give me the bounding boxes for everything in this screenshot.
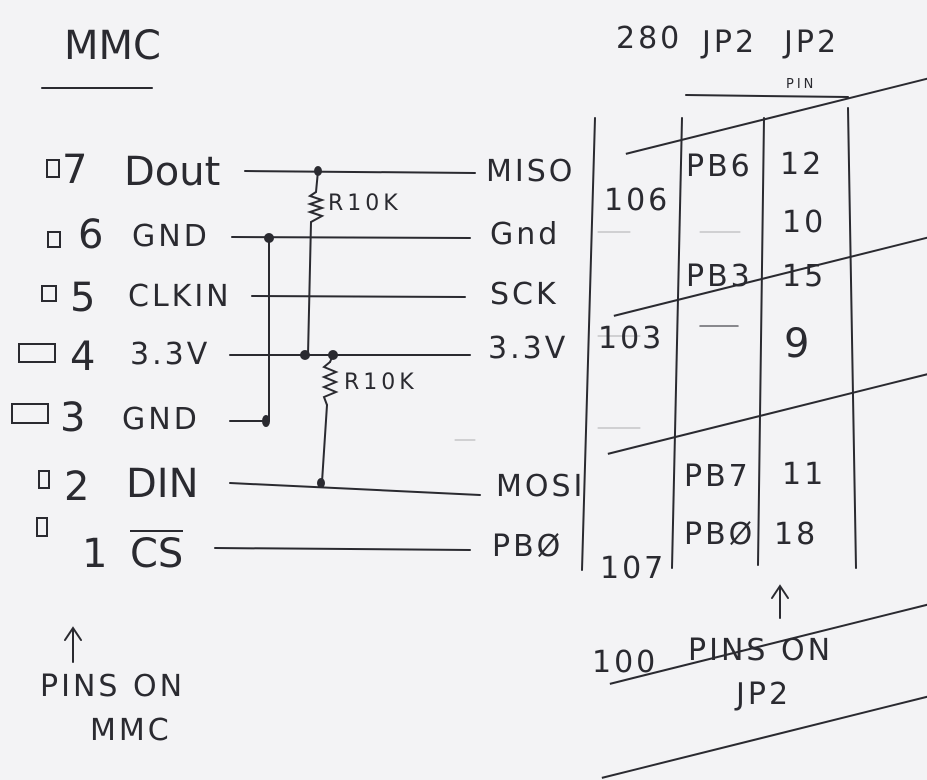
signal-name: PBØ: [492, 529, 564, 564]
wire-din-mosi: [229, 482, 481, 496]
resistor-label: R10K: [344, 370, 418, 395]
junction-dot: [262, 415, 270, 427]
mmc-pin-name: CS: [130, 530, 184, 577]
mmc-pin-number: 7: [62, 147, 88, 193]
pin-square-icon: [11, 403, 49, 424]
port-cell: PB6: [686, 149, 753, 184]
jp2-footer-line1: PINS ON: [688, 633, 834, 668]
jp2-pin-cell: 11: [782, 457, 827, 492]
mmc-pin-number: 2: [64, 464, 90, 510]
mmc-pin-number: 3: [60, 395, 86, 441]
mmc-title: MMC: [64, 23, 161, 69]
mmc-pin-name: Dout: [124, 149, 221, 195]
mmc-pin-number: 4: [70, 334, 96, 380]
signal-name: MISO: [486, 154, 576, 189]
mmc-pin-number: 5: [70, 275, 96, 321]
wire-clkin-sck: [251, 295, 466, 298]
crossed-cell: 107: [600, 554, 927, 584]
mmc-footer-line1: PINS ON: [40, 669, 186, 704]
signal-name: Gnd: [490, 217, 561, 252]
wire-dout-miso: [244, 170, 476, 174]
junction-dot: [300, 350, 310, 360]
wire-cs-pb0: [214, 547, 471, 551]
mmc-pin-name: GND: [122, 402, 200, 437]
mmc-pin-name: DIN: [126, 461, 199, 507]
mmc-pin-name: GND: [132, 219, 210, 254]
mmc-pin-name: 3.3V: [130, 337, 211, 372]
table-header-pin-sub: PIN: [786, 77, 817, 92]
table-col-line-1: [581, 117, 596, 571]
table-header-jp2-pin: JP2: [784, 25, 840, 60]
arrow-jp2-head: [771, 584, 789, 599]
resistor-r2-symbol: [321, 361, 339, 406]
jp2-pin-cell: 9: [784, 321, 810, 367]
pin-square-icon: [41, 285, 57, 302]
crossed-cell: 103: [598, 324, 927, 354]
resistor-r1-symbol: [306, 191, 326, 223]
mmc-footer-line2: MMC: [90, 713, 172, 748]
signal-name: SCK: [490, 277, 559, 312]
pin-square-icon: [38, 470, 50, 489]
pin-square-icon: [36, 517, 48, 537]
pin-square-icon: [47, 231, 61, 248]
jp2-pin-cell: 12: [780, 147, 825, 182]
signal-name: 3.3V: [488, 331, 569, 366]
wire-r2-lead-bottom: [321, 404, 328, 483]
table-header-underline: [685, 94, 849, 98]
port-cell: PB3: [686, 259, 753, 294]
pin-square-icon: [46, 159, 60, 178]
wire-r1-lead-bottom: [307, 221, 312, 356]
table-header-crossed: 280: [616, 24, 927, 54]
jp2-pin-cell: 15: [782, 259, 827, 294]
jp2-pin-cell: 10: [782, 205, 827, 240]
jp2-footer-line2: JP2: [736, 677, 792, 712]
port-cell: PB7: [684, 459, 751, 494]
crossed-cell: 106: [604, 186, 927, 216]
jp2-pin-cell: 18: [774, 517, 819, 552]
pin-square-icon: [18, 343, 56, 363]
table-header-jp2: JP2: [702, 25, 758, 60]
junction-dot: [328, 350, 338, 360]
port-cell: PBØ: [684, 517, 756, 552]
signal-name: MOSI: [496, 469, 586, 504]
junction-dot: [317, 478, 325, 488]
junction-dot: [264, 233, 274, 243]
arrow-mmc-head: [64, 626, 82, 641]
mmc-pin-number: 6: [78, 212, 104, 258]
resistor-label: R10K: [328, 191, 402, 216]
junction-dot: [314, 166, 322, 176]
crossed-cell: 100: [592, 648, 927, 678]
mmc-pin-number: 1: [82, 531, 108, 577]
mmc-pin-name: CLKIN: [128, 279, 232, 314]
